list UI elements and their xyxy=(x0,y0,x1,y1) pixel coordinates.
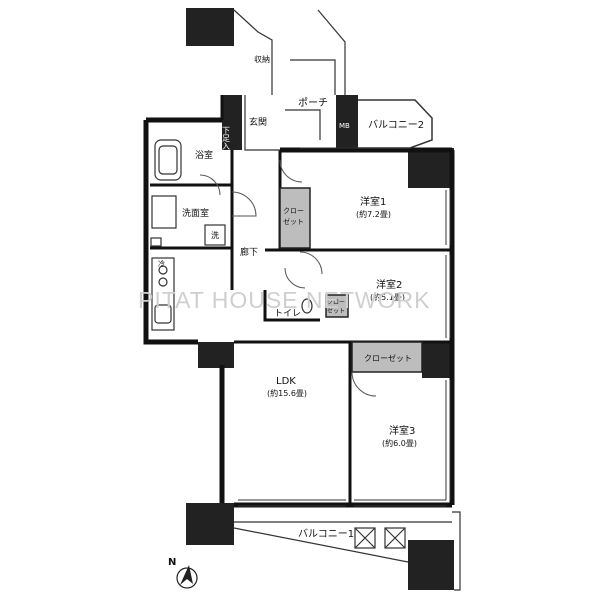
panel-box xyxy=(150,237,162,247)
label-western1-size: (約7.2畳) xyxy=(356,209,391,219)
label-western1-name: 洋室1 xyxy=(360,195,386,208)
wall-toilet xyxy=(263,290,320,322)
label-balcony2: バルコニー2 xyxy=(368,119,424,131)
label-porch: ポーチ xyxy=(298,97,328,109)
north-arrow-pointer xyxy=(180,565,193,585)
label-entrance: 玄関 xyxy=(249,116,267,128)
label-ldk-name: LDK xyxy=(276,376,296,387)
balcony1-hatch-b-x xyxy=(384,527,406,549)
closet1-fill xyxy=(279,187,311,249)
balcony1-edge xyxy=(452,511,461,591)
label-mb: MB xyxy=(339,122,350,130)
label-closet1-b: ゼット xyxy=(283,217,304,226)
column-bedroom3 xyxy=(422,342,452,378)
structural-columns xyxy=(186,8,454,590)
bathtub xyxy=(154,139,182,181)
label-closet-small-b: ゼット xyxy=(327,307,345,315)
label-balcony1: バルコニー1 xyxy=(298,528,354,540)
stove-burner-b xyxy=(158,277,168,287)
wash-basin xyxy=(151,195,177,229)
label-western2-size: (約5.1畳) xyxy=(370,292,405,302)
watermark-text: PITAT HOUSE NETWORK xyxy=(138,287,430,313)
column-bottom-left xyxy=(186,503,234,545)
entrance-wall-block xyxy=(222,95,242,150)
window-bed3-south xyxy=(354,499,446,507)
wall-west xyxy=(143,117,222,345)
balcony1-outline xyxy=(233,511,461,591)
porch-outline-east xyxy=(317,9,346,95)
label-refrigerator: 冷 xyxy=(158,259,165,268)
porch-gate xyxy=(290,59,336,95)
column-bedroom1 xyxy=(408,148,454,188)
kitchen-sink xyxy=(154,304,172,324)
label-closet3: クローゼット xyxy=(364,353,412,363)
north-arrow: N xyxy=(168,557,198,589)
porch-door-outline xyxy=(285,109,321,140)
toilet-bowl xyxy=(301,298,313,314)
bathtub-inner xyxy=(158,145,178,175)
balcony1-rail-slant xyxy=(233,527,409,563)
windows xyxy=(238,147,451,507)
window-bed1 xyxy=(445,190,451,245)
balcony1-hatch-b xyxy=(384,527,406,549)
label-closet1-a: クロー xyxy=(283,207,304,215)
washer-space xyxy=(204,224,226,246)
mb-wall-block xyxy=(336,95,358,150)
door-toilet xyxy=(284,267,306,289)
label-toilet: トイレ xyxy=(274,309,301,319)
stove-burner-a xyxy=(158,265,168,275)
entry-outlines xyxy=(233,9,346,151)
label-closet-small-a: クロー xyxy=(327,299,345,306)
label-storage: 収納 xyxy=(254,54,270,64)
door-washroom xyxy=(231,191,257,217)
entrance-outline xyxy=(244,95,280,151)
window-ldk xyxy=(238,499,346,507)
closet3-fill xyxy=(351,341,423,373)
label-ldk-size: (約15.6畳) xyxy=(267,388,307,398)
label-western3-name: 洋室3 xyxy=(389,424,415,437)
kitchen-counter xyxy=(151,257,175,331)
door-bedroom1 xyxy=(279,159,303,183)
column-top-left xyxy=(186,8,234,46)
balcony1-hatch-a xyxy=(354,527,376,549)
label-western2-name: 洋室2 xyxy=(376,278,402,291)
window-bed3 xyxy=(445,380,451,500)
north-arrow-label: N xyxy=(168,557,176,568)
label-bathroom: 浴室 xyxy=(195,149,213,161)
door-bedroom2 xyxy=(299,251,323,275)
balcony2-outline xyxy=(358,99,433,149)
closet-small-fill xyxy=(325,294,349,318)
outer-walls xyxy=(143,117,455,508)
window-bed2 xyxy=(445,255,451,338)
label-western3-size: (約6.0畳) xyxy=(382,438,417,448)
door-bedroom3 xyxy=(351,371,377,397)
north-arrow-circle xyxy=(176,567,198,589)
room-labels: 収納 ポーチ 玄関 下足入 MB バルコニー2 浴室 洗面室 洗 冷 洋室1 (… xyxy=(158,54,424,540)
storage-outline-west xyxy=(233,9,273,95)
column-ldk xyxy=(198,342,234,368)
fixtures xyxy=(150,139,313,331)
label-hallway: 廊下 xyxy=(240,246,258,258)
door-bathroom xyxy=(199,174,221,196)
balcony1-hatch-a-x xyxy=(354,527,376,549)
label-shoe-box: 下足入 xyxy=(222,126,231,150)
door-swings xyxy=(199,159,377,397)
label-washroom: 洗面室 xyxy=(182,207,209,219)
label-washer: 洗 xyxy=(211,230,219,240)
column-bottom-right xyxy=(408,540,454,590)
